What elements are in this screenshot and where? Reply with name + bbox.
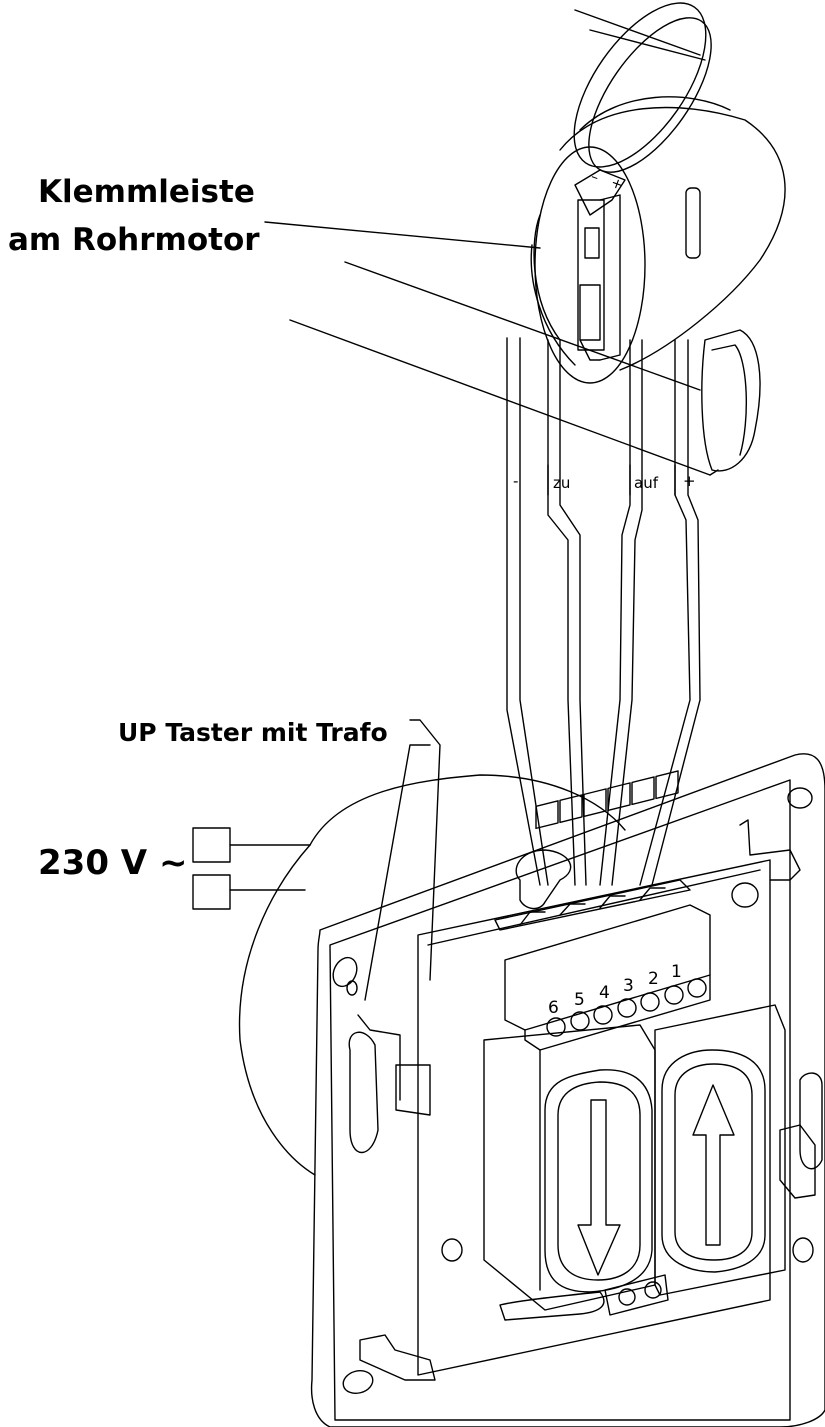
motor-minus-mark: – [589, 169, 601, 186]
terminal-number-3: 3 [623, 976, 634, 996]
switch-label: UP Taster mit Trafo [118, 718, 388, 747]
motor-label-line1: Klemmleiste [38, 174, 255, 210]
wire-label-minus: - [513, 472, 519, 490]
terminal-number-5: 5 [574, 990, 585, 1010]
tube-motor [264, 2, 786, 476]
rocker-up [654, 1004, 786, 1296]
motor-plus-mark: + [609, 175, 625, 194]
motor-label-line2: am Rohrmotor [8, 222, 260, 258]
mains-terminal-n [192, 874, 231, 910]
wire-label-zu: zu [553, 474, 571, 492]
arrow-down-icon [577, 1099, 621, 1276]
up-switch [238, 719, 825, 1427]
wire-label-plus: + [683, 472, 696, 490]
terminal-numbers: 6 5 4 3 2 1 [548, 962, 682, 1018]
terminal-number-2: 2 [648, 969, 659, 989]
arrow-up-icon [692, 1084, 735, 1246]
rocker-down [483, 1024, 656, 1311]
wires [506, 337, 701, 886]
terminal-number-1: 1 [671, 962, 682, 982]
terminal-number-4: 4 [599, 983, 610, 1003]
mains-feed [192, 827, 311, 910]
wire-label-auf: auf [634, 474, 658, 492]
terminal-number-6: 6 [548, 998, 559, 1018]
voltage-label: 230 V ~ [38, 843, 188, 883]
mains-terminal-l [192, 827, 231, 863]
